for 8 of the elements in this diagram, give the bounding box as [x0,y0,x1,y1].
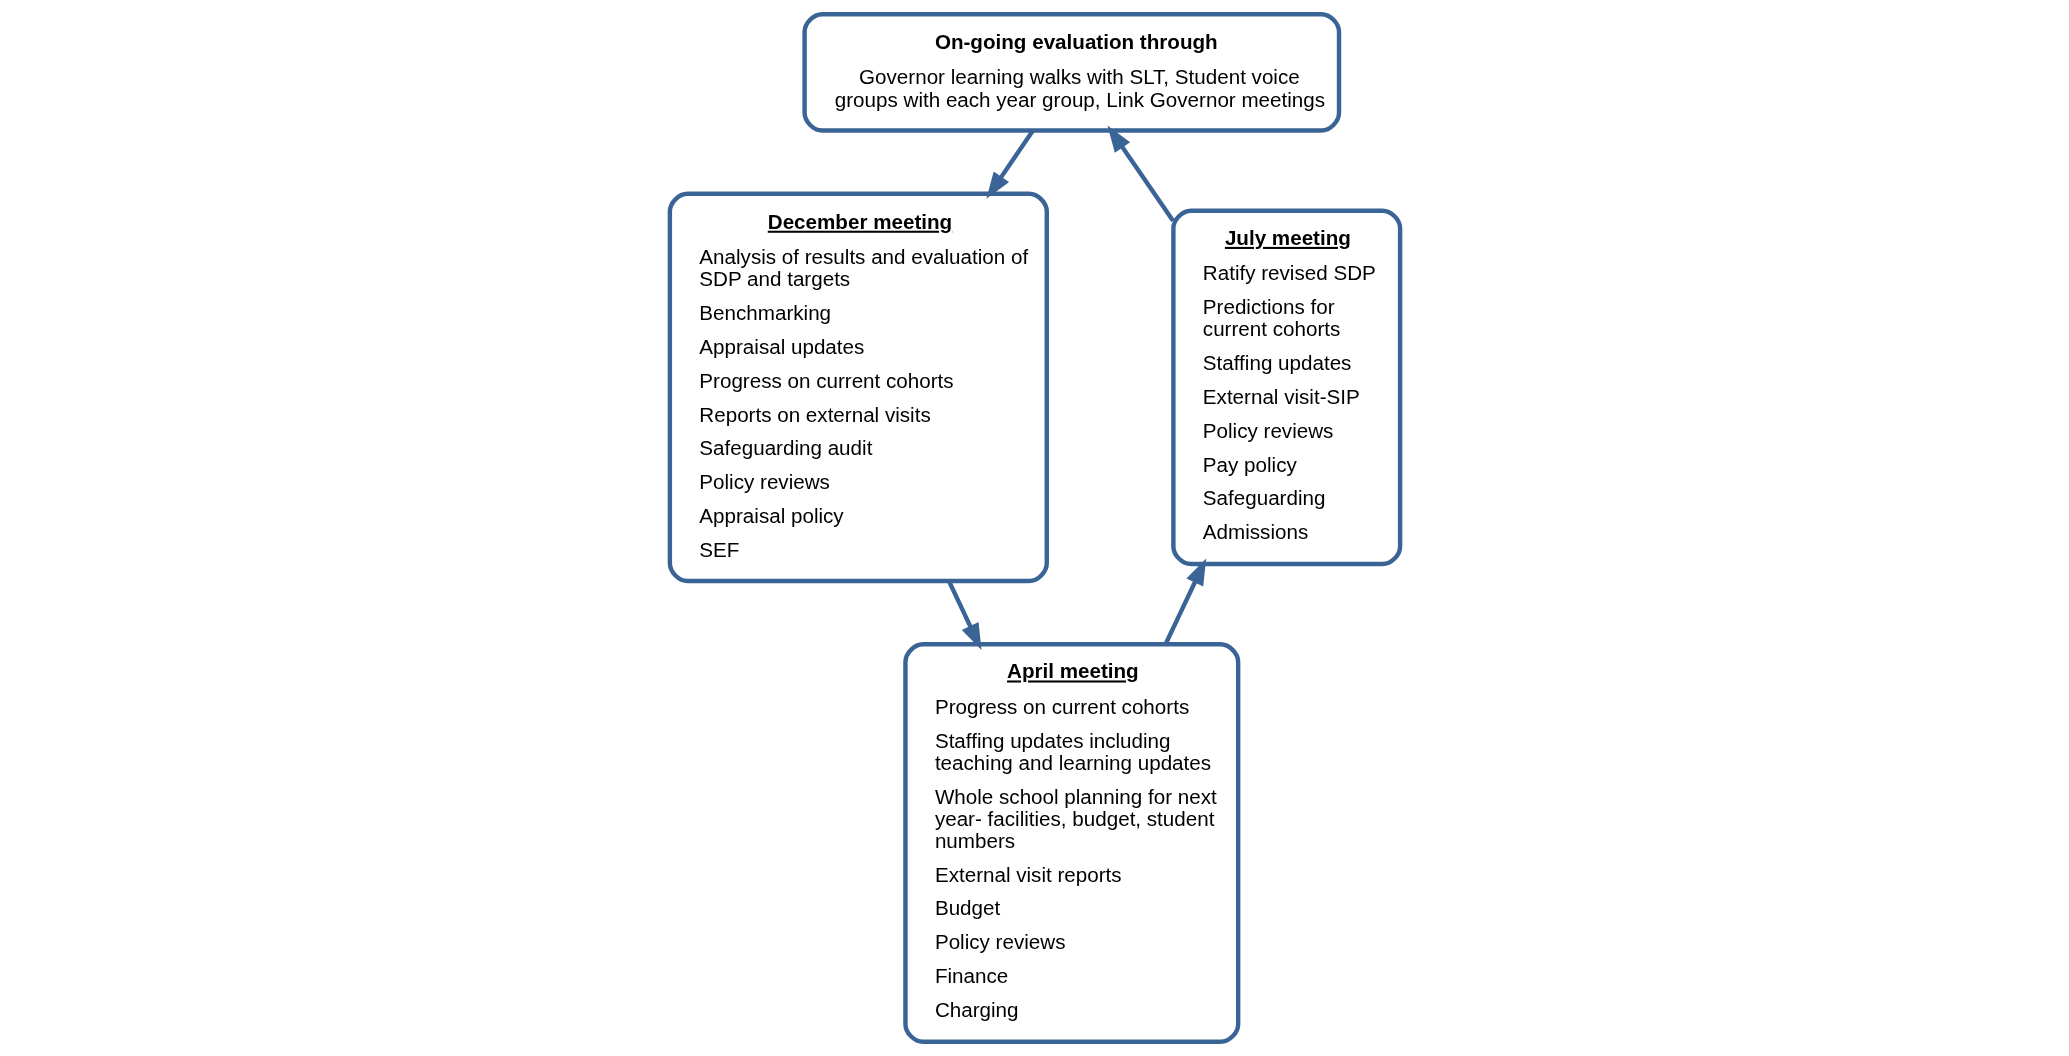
node-box: April meeting Progress on current cohorts Staffing updates including teaching and learning updates Whole school planning for next year- facilities, budget, student numbers External visit reports Budget Policy reviews Finance Charging [902,642,1240,1044]
arrow [1106,125,1175,223]
node-box: December meeting Analysis of results and evaluation of SDP and targets Benchmarking Appraisal updates Progress on current cohorts Reports on external visits Safeguarding audit Policy reviews Appraisal policy SEF [667,191,1049,584]
arrow [1163,558,1206,646]
arrow [946,580,981,651]
node-box: July meeting Ratify revised SDP Predictions for current cohorts Staffing updates External visit-SIP Policy reviews Pay policy Safeguarding Admissions [1170,208,1402,567]
arrow [985,129,1034,199]
node-box: On-going evaluation through Governor learning walks with SLT, Student voice groups with each year group, Link Governor meetings [801,12,1341,133]
